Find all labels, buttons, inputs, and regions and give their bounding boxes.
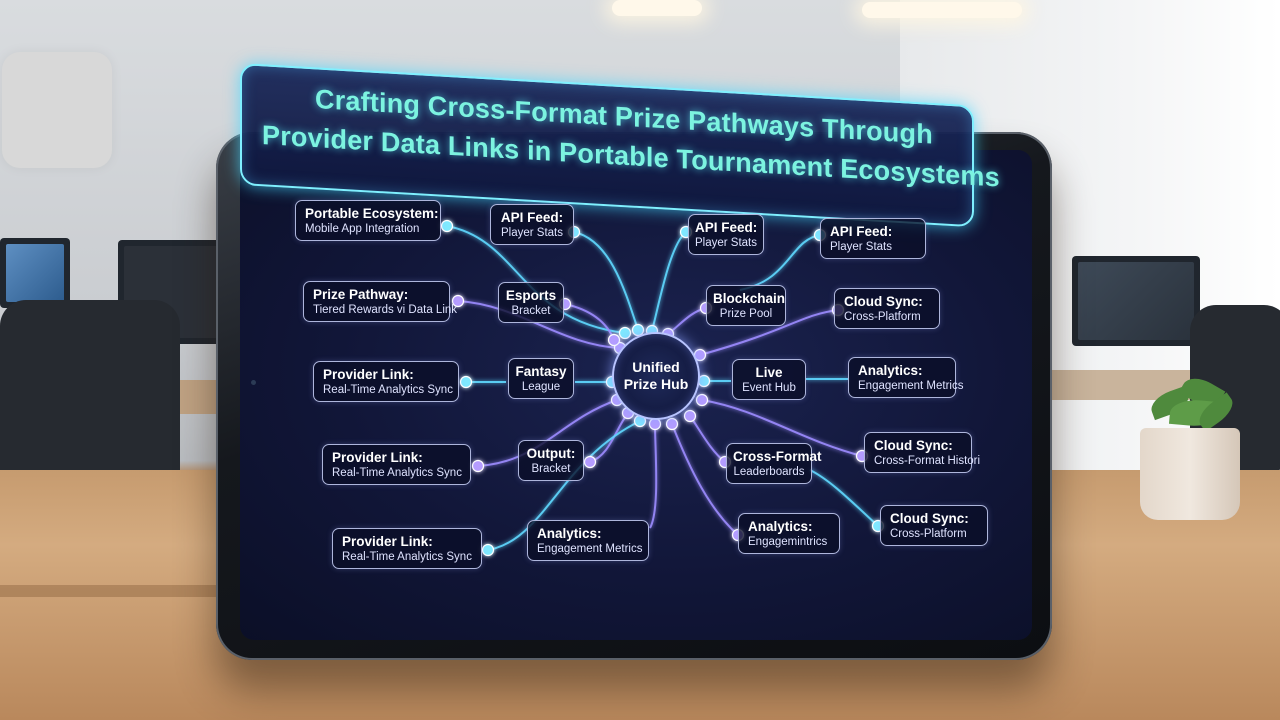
connection-line — [701, 399, 863, 457]
background-monitor — [1072, 256, 1200, 346]
connection-line — [446, 225, 626, 334]
node-subtitle: Cross-Format Histori — [874, 455, 981, 467]
node-title: Provider Link: — [323, 367, 414, 382]
connection-dot — [648, 417, 662, 431]
node-title: Fantasy — [515, 364, 567, 379]
connection-line — [589, 412, 629, 463]
background-monitor — [0, 238, 70, 308]
node-subtitle: Leaderboards — [733, 466, 805, 478]
node-fantasy-league[interactable]: Fantasy League — [508, 358, 574, 399]
node-subtitle: Engagement Metrics — [537, 543, 643, 555]
node-title: Cloud Sync: — [890, 511, 969, 526]
connection-line — [573, 231, 639, 331]
node-analytics-mid[interactable]: Analytics: Engagemintrics — [738, 513, 840, 554]
connection-line — [671, 423, 739, 536]
node-subtitle: Player Stats — [830, 241, 892, 253]
node-provider-link-3[interactable]: Provider Link: Real-Time Analytics Sync — [332, 528, 482, 569]
unified-prize-hub[interactable]: Unified Prize Hub — [612, 332, 700, 420]
node-title: API Feed: — [830, 224, 893, 239]
desk-edge — [0, 585, 230, 597]
node-subtitle: Real-Time Analytics Sync — [332, 467, 462, 479]
connection-dot — [695, 393, 709, 407]
connection-dot — [471, 459, 485, 473]
node-subtitle: Player Stats — [501, 227, 563, 239]
node-title: Blockchain — [713, 291, 786, 306]
tablet-camera — [251, 380, 256, 385]
hub-label-line-1: Unified — [632, 359, 680, 375]
node-subtitle: Bracket — [531, 463, 571, 475]
node-subtitle: Prize Pool — [719, 308, 773, 320]
connection-line — [649, 423, 658, 529]
node-subtitle: Cross-Platform — [844, 311, 921, 323]
connection-dot — [665, 417, 679, 431]
node-title: Analytics: — [858, 363, 923, 378]
connection-line — [477, 399, 618, 467]
node-subtitle: Engagemintrics — [748, 536, 828, 548]
node-subtitle: Real-Time Analytics Sync — [323, 384, 453, 396]
node-title: Provider Link: — [342, 534, 433, 549]
node-subtitle: Player Stats — [695, 237, 757, 249]
node-subtitle: Cross-Platform — [890, 528, 967, 540]
node-prize-pathway[interactable]: Prize Pathway: Tiered Rewards vi Data Li… — [303, 281, 458, 322]
node-provider-link-2[interactable]: Provider Link: Real-Time Analytics Sync — [322, 444, 471, 485]
node-cloud-sync-2[interactable]: Cloud Sync: Cross-Format Histori — [864, 432, 981, 473]
node-title: Esports — [505, 288, 557, 303]
node-cross-format-leaderboards[interactable]: Cross-Format Leaderboards — [726, 443, 822, 484]
node-output-bracket[interactable]: Output: Bracket — [518, 440, 584, 481]
node-portable-ecosystem[interactable]: Portable Ecosystem: Mobile App Integrati… — [295, 200, 441, 241]
node-esports-bracket[interactable]: Esports Bracket — [498, 282, 564, 323]
connection-line — [651, 231, 687, 332]
connection-line — [809, 469, 879, 527]
node-subtitle: Engagement Metrics — [858, 380, 964, 392]
node-title: Prize Pathway: — [313, 287, 409, 302]
connection-dot — [481, 543, 495, 557]
connection-line — [564, 303, 615, 341]
node-api-feed-2[interactable]: API Feed: Player Stats — [688, 214, 764, 255]
node-title: Cloud Sync: — [844, 294, 923, 309]
hub-label-line-2: Prize Hub — [623, 376, 689, 392]
connection-dot — [440, 219, 454, 233]
node-title: Live — [755, 365, 783, 380]
connection-dot — [459, 375, 473, 389]
node-cloud-sync-3[interactable]: Cloud Sync: Cross-Platform — [880, 505, 988, 546]
node-subtitle: Bracket — [511, 305, 551, 317]
ceiling-light — [862, 2, 1022, 18]
node-subtitle: Mobile App Integration — [305, 223, 420, 235]
wall-logo — [2, 52, 112, 168]
connection-dot — [607, 333, 621, 347]
ceiling-light — [612, 0, 702, 16]
connection-line — [689, 415, 726, 463]
node-blockchain[interactable]: Blockchain Prize Pool — [706, 285, 786, 326]
connection-dot — [618, 326, 632, 340]
node-analytics-right[interactable]: Analytics: Engagement Metrics — [848, 357, 964, 398]
node-cloud-sync-1[interactable]: Cloud Sync: Cross-Platform — [834, 288, 940, 329]
connection-dot — [451, 294, 465, 308]
node-title: API Feed: — [695, 220, 758, 235]
node-provider-link-1[interactable]: Provider Link: Real-Time Analytics Sync — [313, 361, 459, 402]
node-title: API Feed: — [500, 210, 564, 225]
connection-dot — [697, 374, 711, 388]
connection-line — [487, 420, 641, 551]
node-api-feed-3[interactable]: API Feed: Player Stats — [820, 218, 926, 259]
node-title: Portable Ecosystem: — [305, 206, 439, 221]
connection-dot — [683, 409, 697, 423]
node-subtitle: Tiered Rewards vi Data Link — [313, 304, 458, 316]
node-title: Cross-Format — [733, 449, 822, 464]
node-title: Analytics: — [537, 526, 602, 541]
node-subtitle: League — [521, 381, 561, 393]
node-analytics-left[interactable]: Analytics: Engagement Metrics — [527, 520, 649, 561]
node-title: Output: — [526, 446, 576, 461]
node-title: Provider Link: — [332, 450, 423, 465]
connection-dot — [583, 455, 597, 469]
node-title: Analytics: — [748, 519, 813, 534]
connection-line — [667, 307, 707, 335]
node-subtitle: Event Hub — [742, 382, 796, 394]
node-api-feed-1[interactable]: API Feed: Player Stats — [490, 204, 574, 245]
node-subtitle: Real-Time Analytics Sync — [342, 551, 472, 563]
connection-line — [699, 309, 839, 356]
node-live-event-hub[interactable]: Live Event Hub — [732, 359, 806, 400]
node-title: Cloud Sync: — [874, 438, 953, 453]
connection-line — [457, 300, 621, 349]
